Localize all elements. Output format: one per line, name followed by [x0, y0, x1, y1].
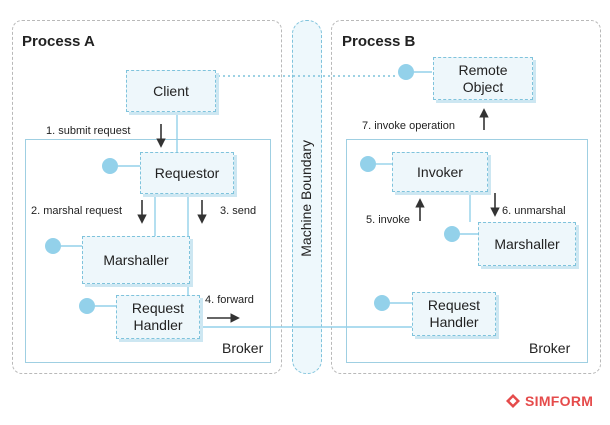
requestor-box: Requestor — [140, 152, 234, 194]
client-box: Client — [126, 70, 216, 112]
step-5-label: 5. invoke — [366, 214, 411, 226]
remote-object-box: Remote Object — [433, 57, 533, 100]
requestor-port-dot — [102, 158, 118, 174]
simform-logo: SIMFORM — [505, 393, 593, 409]
client-label: Client — [153, 82, 189, 99]
request-handler-right-box: Request Handler — [412, 292, 496, 336]
marshaller-right-label: Marshaller — [494, 235, 560, 252]
request-handler-right-label: Request Handler — [427, 297, 481, 330]
invoker-box: Invoker — [392, 152, 488, 192]
remote-object-port-dot — [398, 64, 414, 80]
marshaller-left-port-dot — [45, 238, 61, 254]
process-b-container — [331, 20, 601, 374]
handler-right-port-dot — [374, 295, 390, 311]
step-2-label: 2. marshal request — [31, 205, 123, 217]
request-handler-left-box: Request Handler — [116, 295, 200, 339]
step-3-label: 3. send — [220, 205, 257, 217]
invoker-port-dot — [360, 156, 376, 172]
remote-object-label: Remote Object — [458, 61, 508, 95]
process-a-container — [12, 20, 282, 374]
marshaller-right-box: Marshaller — [478, 222, 576, 266]
process-b-title: Process B — [342, 33, 416, 50]
marshaller-left-box: Marshaller — [82, 236, 190, 284]
step-1-label: 1. submit request — [46, 125, 131, 137]
broker-left-frame — [25, 139, 271, 363]
broker-right-label: Broker — [529, 340, 571, 356]
process-a-title: Process A — [22, 33, 95, 50]
step-7-label: 7. invoke operation — [362, 120, 455, 132]
handler-left-port-dot — [79, 298, 95, 314]
step-4-label: 4. forward — [205, 294, 254, 306]
request-handler-left-label: Request Handler — [131, 300, 185, 333]
broker-right-frame — [346, 139, 588, 363]
machine-boundary — [292, 20, 322, 374]
simform-wordmark: SIMFORM — [525, 393, 594, 409]
requestor-label: Requestor — [154, 164, 220, 181]
invoker-label: Invoker — [417, 163, 463, 180]
broker-left-label: Broker — [222, 340, 264, 356]
simform-logo-icon — [506, 394, 520, 408]
marshaller-right-port-dot — [444, 226, 460, 242]
marshaller-left-label: Marshaller — [103, 251, 169, 268]
step-6-label: 6. unmarshal — [502, 205, 566, 217]
